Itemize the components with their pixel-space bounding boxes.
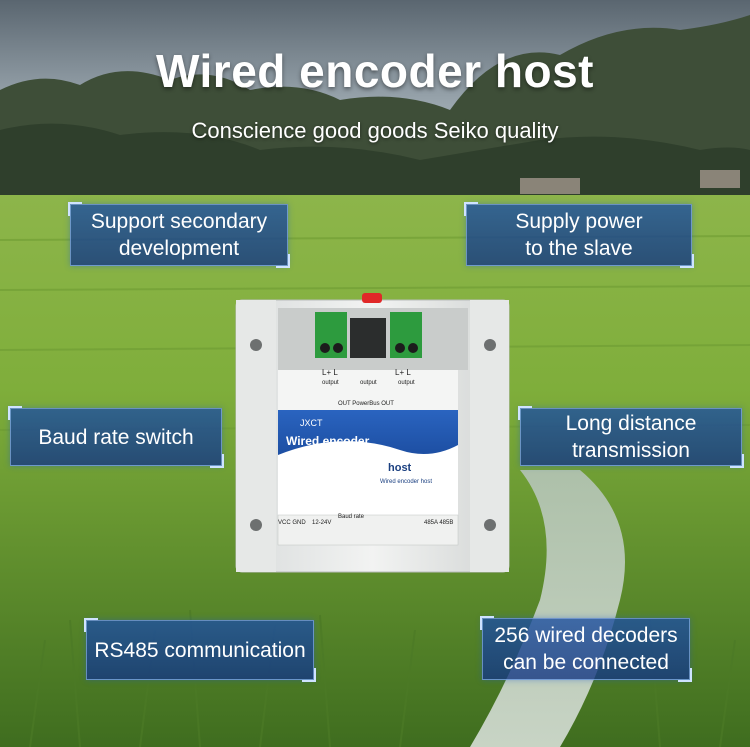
feature-badge-long-distance: Long distance transmission: [518, 406, 744, 468]
device-label-sub: Wired encoder host: [380, 479, 433, 485]
device-brand: JXCT: [300, 418, 323, 428]
voltage-label: 12-24V: [312, 520, 332, 526]
feature-badge-supply-power: Supply power to the slave: [464, 202, 694, 268]
feature-label: Baud rate switch: [38, 425, 194, 449]
feature-label: RS485 communication: [94, 638, 306, 662]
page-title: Wired encoder host: [156, 45, 594, 97]
feature-badge-baud-switch: Baud rate switch: [8, 406, 224, 468]
feature-badge-support-dev: Support secondary development: [68, 202, 290, 268]
feature-badge-decoders: 256 wired decoders can be connected: [480, 616, 692, 682]
baud-rate-label: Baud rate: [338, 514, 365, 520]
vcc-gnd-label: VCC GND: [278, 520, 306, 526]
encoder-device: [235, 293, 510, 573]
output-label-mid: output: [360, 380, 377, 386]
page-subtitle: Conscience good goods Seiko quality: [191, 118, 559, 143]
feature-label: Support secondary development: [90, 210, 268, 260]
feature-label: Supply power to the slave: [515, 210, 643, 260]
terminal-label-left: L+ L: [322, 368, 338, 377]
feature-label: Long distance transmission: [565, 412, 697, 462]
device-label-host: host: [388, 462, 412, 474]
out-powerbus-label: OUT PowerBus OUT: [338, 401, 394, 407]
device-label-main: Wired encoder: [286, 434, 370, 448]
output-label-right: output: [398, 380, 415, 386]
terminal-label-right: L+ L: [395, 368, 411, 377]
feature-label: 256 wired decoders can be connected: [494, 624, 678, 674]
output-label-left: output: [322, 380, 339, 386]
rs485-terminal-label: 485A 485B: [424, 520, 454, 526]
feature-badge-rs485: RS485 communication: [84, 618, 316, 682]
